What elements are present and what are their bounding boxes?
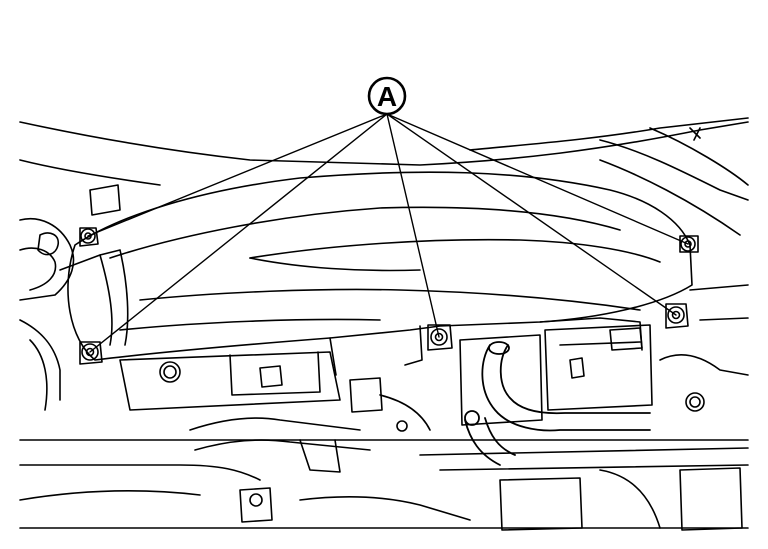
fastener-5 [679,235,699,253]
left-ducts [19,184,129,411]
callout-leaders [87,113,689,353]
fastener-3 [427,324,453,351]
coolant-hose [464,341,651,466]
fasteners [79,227,699,365]
harness-and-crossmember [19,417,749,531]
callout-label: A [377,81,397,112]
fastener-2 [79,341,103,365]
upper-body-outline [19,117,749,236]
engine-cover [67,171,693,376]
lower-engine [119,284,749,432]
callout-a: A [367,76,407,116]
fastener-4 [665,303,689,329]
fastener-1 [79,227,99,247]
